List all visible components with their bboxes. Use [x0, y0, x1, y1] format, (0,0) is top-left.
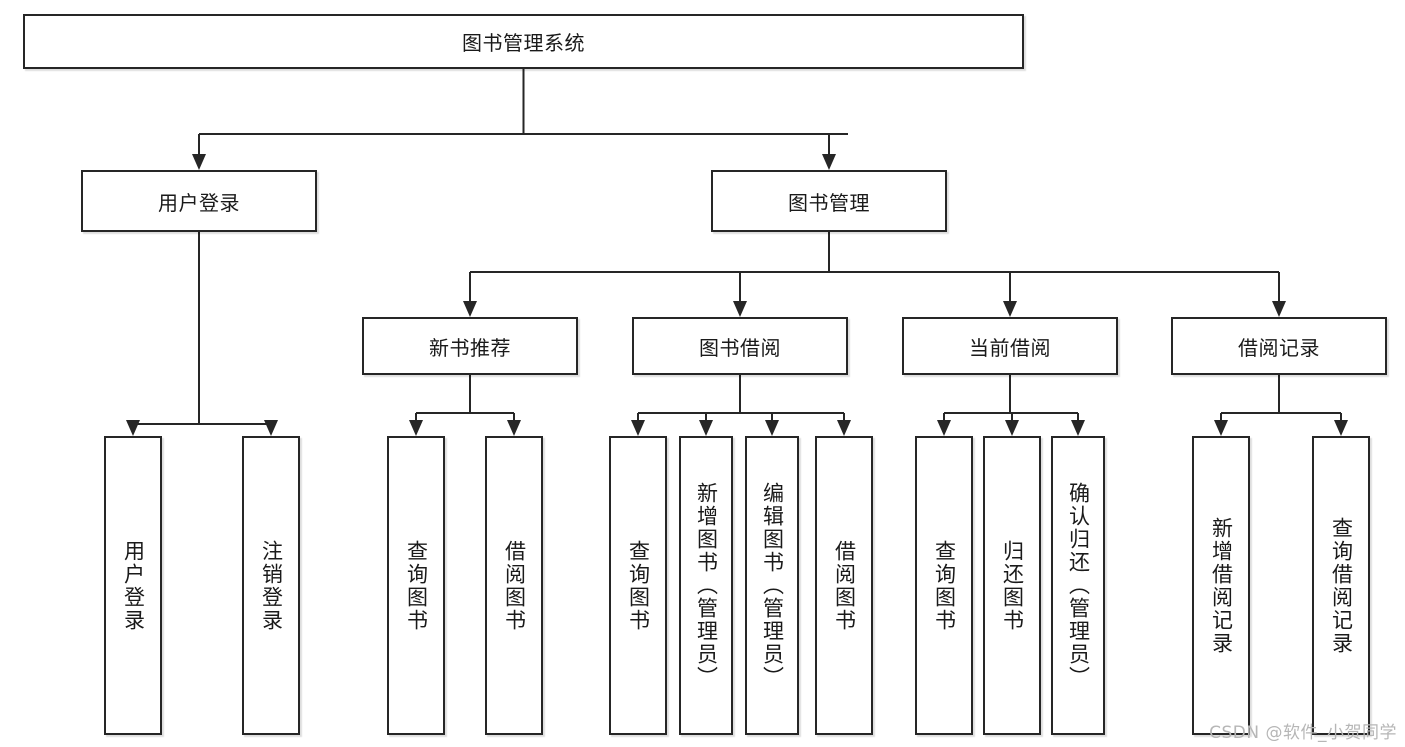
node-leaf-logout[interactable]: 注销登录	[242, 436, 300, 735]
node-label: 借阅记录	[1238, 335, 1320, 360]
node-label: 查询图书	[404, 539, 429, 632]
node-label: 确认归还（管理员）	[1066, 482, 1091, 689]
arrow-head-icon	[822, 154, 836, 170]
node-leaf-add-record[interactable]: 新增借阅记录	[1192, 436, 1250, 735]
node-book-borrow[interactable]: 图书借阅	[632, 317, 848, 375]
node-leaf-query-book-1[interactable]: 查询图书	[387, 436, 445, 735]
node-leaf-return-book[interactable]: 归还图书	[983, 436, 1041, 735]
arrow-head-icon	[631, 420, 645, 436]
node-label: 借阅图书	[502, 539, 527, 632]
node-new-book-recommend[interactable]: 新书推荐	[362, 317, 578, 375]
node-book-manage[interactable]: 图书管理	[711, 170, 947, 232]
arrow-heads	[126, 154, 1348, 436]
node-label: 编辑图书（管理员）	[760, 482, 785, 689]
arrow-head-icon	[1005, 420, 1019, 436]
watermark-text: CSDN @软件_小贺同学	[1209, 723, 1397, 743]
node-label: 图书借阅	[699, 335, 781, 360]
node-label: 查询图书	[932, 539, 957, 632]
arrow-head-icon	[1071, 420, 1085, 436]
arrow-head-icon	[699, 420, 713, 436]
node-label: 归还图书	[1000, 539, 1025, 632]
arrow-head-icon	[1334, 420, 1348, 436]
node-label: 图书管理系统	[462, 31, 585, 55]
node-current-borrow[interactable]: 当前借阅	[902, 317, 1118, 375]
arrow-head-icon	[765, 420, 779, 436]
node-leaf-borrow-book-1[interactable]: 借阅图书	[485, 436, 543, 735]
node-root-system[interactable]: 图书管理系统	[23, 14, 1024, 69]
arrow-head-icon	[507, 420, 521, 436]
node-leaf-query-book-2[interactable]: 查询图书	[609, 436, 667, 735]
node-user-login[interactable]: 用户登录	[81, 170, 317, 232]
arrow-head-icon	[1214, 420, 1228, 436]
node-label: 用户登录	[158, 190, 240, 215]
node-label: 用户登录	[121, 539, 146, 632]
node-label: 新增图书（管理员）	[694, 482, 719, 689]
node-leaf-add-book[interactable]: 新增图书（管理员）	[679, 436, 733, 735]
node-label: 图书管理	[788, 190, 870, 215]
node-leaf-confirm-return[interactable]: 确认归还（管理员）	[1051, 436, 1105, 735]
node-borrow-record[interactable]: 借阅记录	[1171, 317, 1387, 375]
arrow-head-icon	[409, 420, 423, 436]
node-leaf-user-login[interactable]: 用户登录	[104, 436, 162, 735]
arrow-head-icon	[463, 301, 477, 317]
node-label: 借阅图书	[832, 539, 857, 632]
node-label: 新增借阅记录	[1209, 516, 1234, 655]
arrow-head-icon	[937, 420, 951, 436]
node-label: 当前借阅	[969, 335, 1051, 360]
node-leaf-edit-book[interactable]: 编辑图书（管理员）	[745, 436, 799, 735]
arrow-head-icon	[126, 420, 140, 436]
arrow-head-icon	[1003, 301, 1017, 317]
arrow-head-icon	[837, 420, 851, 436]
node-leaf-borrow-book-2[interactable]: 借阅图书	[815, 436, 873, 735]
node-leaf-query-book-3[interactable]: 查询图书	[915, 436, 973, 735]
arrow-head-icon	[1272, 301, 1286, 317]
node-label: 新书推荐	[429, 335, 511, 360]
arrow-head-icon	[264, 420, 278, 436]
node-label: 查询图书	[626, 539, 651, 632]
node-label: 查询借阅记录	[1329, 516, 1354, 655]
node-label: 注销登录	[259, 539, 284, 632]
arrow-head-icon	[733, 301, 747, 317]
node-leaf-query-record[interactable]: 查询借阅记录	[1312, 436, 1370, 735]
arrow-head-icon	[192, 154, 206, 170]
